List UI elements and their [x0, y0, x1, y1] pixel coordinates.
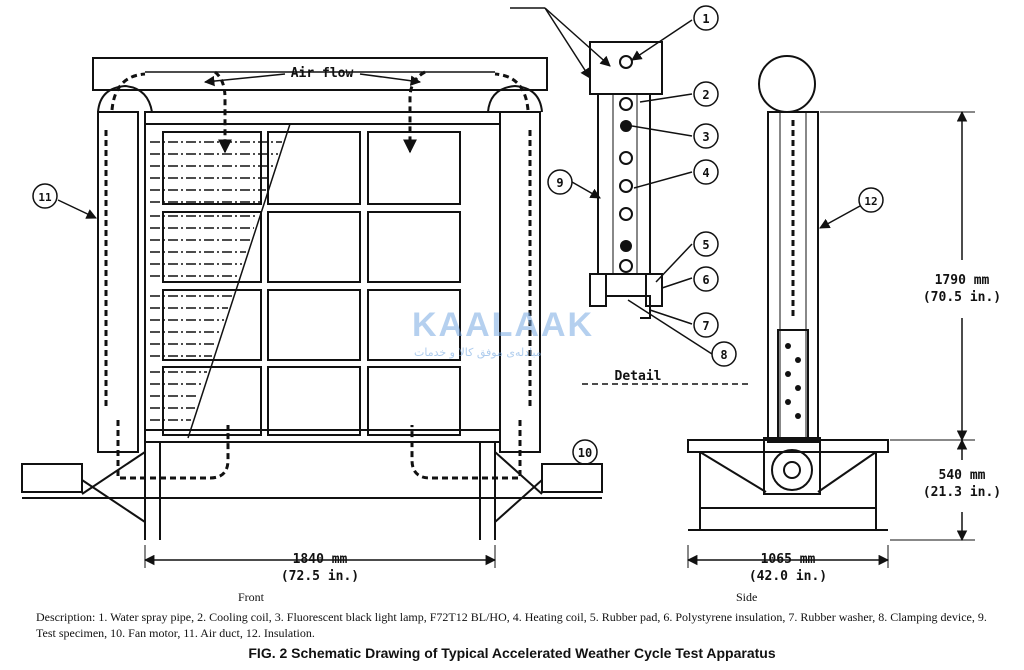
side-view-label: Side	[736, 590, 758, 604]
front-width-mm: 1840 mm	[293, 552, 348, 567]
upper-height-in: (70.5 in.)	[923, 290, 1001, 305]
callout-2: 2	[702, 88, 709, 102]
callout-6: 6	[702, 273, 709, 287]
side-view	[686, 55, 975, 568]
callout-1: 1	[702, 12, 709, 26]
upper-height-mm: 1790 mm	[935, 273, 990, 288]
apparatus-drawing: Air flow 11 10 1 2 3 4 5 6 7 8 9 12 Deta…	[21, 5, 1001, 584]
air-flow-label: Air flow	[291, 66, 354, 81]
callout-7: 7	[702, 319, 709, 333]
callout-12: 12	[864, 195, 877, 208]
callout-4: 4	[702, 166, 709, 180]
callout-3: 3	[702, 130, 709, 144]
front-view-label: Front	[238, 590, 265, 604]
front-view	[21, 57, 603, 568]
callout-8: 8	[720, 348, 727, 362]
side-width-mm: 1065 mm	[761, 552, 816, 567]
detail-label: Detail	[615, 369, 662, 384]
callout-5: 5	[702, 238, 709, 252]
figure-caption: FIG. 2 Schematic Drawing of Typical Acce…	[248, 645, 776, 661]
side-width-in: (42.0 in.)	[749, 569, 827, 584]
front-width-in: (72.5 in.)	[281, 569, 359, 584]
callout-9: 9	[556, 176, 563, 190]
callout-10: 10	[578, 446, 592, 460]
callout-11: 11	[38, 191, 52, 204]
description-text: Description: 1. Water spray pipe, 2. Coo…	[36, 610, 987, 640]
lower-height-in: (21.3 in.)	[923, 485, 1001, 500]
detail-view	[510, 5, 752, 385]
lower-height-mm: 540 mm	[939, 468, 986, 483]
